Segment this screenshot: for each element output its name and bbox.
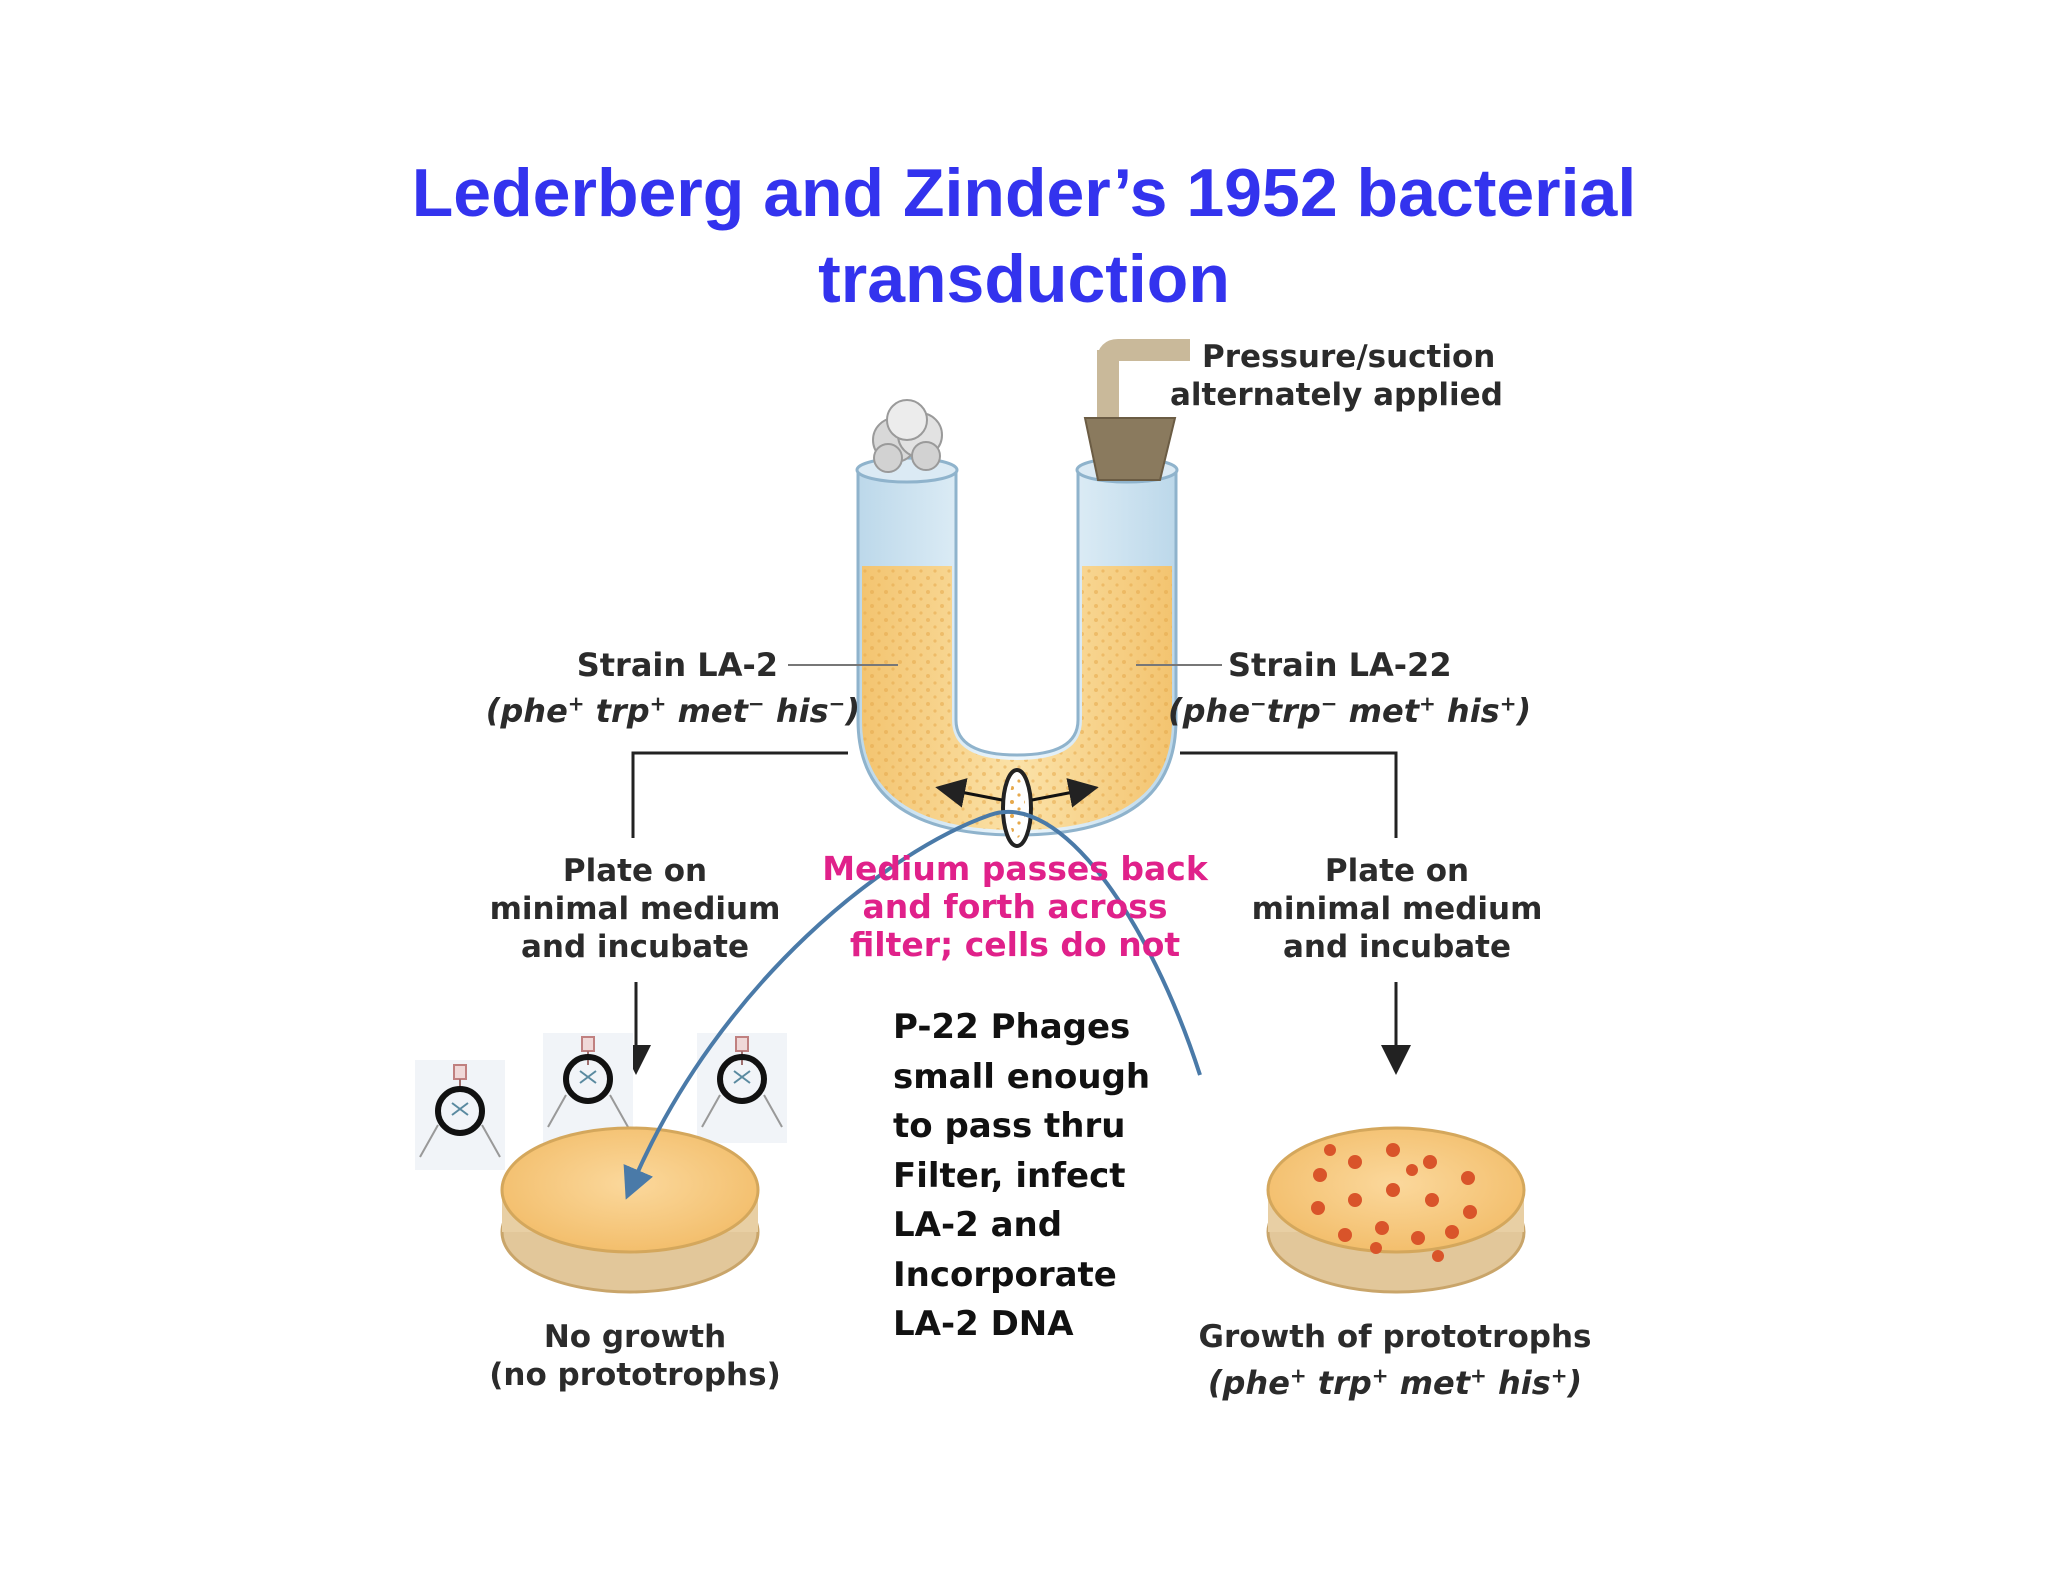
plate-left-line-1: Plate on [562, 853, 708, 889]
plate-right-line-2: minimal medium [1251, 891, 1543, 927]
petri-dish-no-growth [500, 1126, 760, 1294]
phage-icon [415, 1060, 505, 1170]
phage-note: P-22 Phages small enough to pass thru Fi… [893, 1003, 1213, 1350]
right-strain-label: Strain LA-22 (phe−trp− met+ his+) [1168, 646, 1588, 730]
genotype-phe: phe+ [1222, 1363, 1307, 1402]
result-left-line-2: (no prototrophs) [489, 1357, 781, 1393]
filter-disc [1001, 768, 1033, 848]
cotton-plug [872, 399, 943, 473]
genotype-trp: trp− [1266, 691, 1338, 730]
genotype-phe: phe− [1182, 691, 1267, 730]
flow-arrow-right [1031, 778, 1099, 808]
genotype-his: his+ [1446, 691, 1517, 730]
right-bracket-line [1180, 751, 1398, 838]
result-right-line-1: Growth of prototrophs [1198, 1319, 1592, 1355]
phage-note-line: to pass thru [893, 1106, 1126, 1146]
genotype-phe: phe+ [500, 691, 585, 730]
colonies [1311, 1143, 1477, 1262]
phage-note-line: P-22 Phages [893, 1007, 1131, 1047]
left-strain-label: Strain LA-2 (phe+ trp+ met− his−) [460, 646, 860, 730]
right-strain-name: Strain LA-22 [1228, 646, 1452, 684]
pressure-line-2: alternately applied [1170, 377, 1503, 413]
phage-note-line: small enough [893, 1056, 1151, 1097]
u-tube [855, 456, 1179, 837]
medium-line-1: Medium passes back [822, 849, 1208, 888]
left-bracket-line [631, 751, 848, 838]
plate-right-label: Plate on minimal medium and incubate [1232, 852, 1562, 966]
petri-dish-growth [1266, 1126, 1526, 1294]
plate-left-line-3: and incubate [520, 929, 750, 965]
pressure-line-1: Pressure/suction [1202, 339, 1496, 375]
left-strain-name: Strain LA-2 [576, 646, 778, 684]
genotype-his: his− [775, 691, 846, 730]
result-left-line-1: No growth [543, 1319, 727, 1355]
pressure-label: Pressure/suction alternately applied [1170, 338, 1560, 414]
phage-icon [543, 1033, 633, 1143]
plate-left-label: Plate on minimal medium and incubate [470, 852, 800, 966]
medium-line-2: and forth across [862, 887, 1168, 926]
plate-right-line-3: and incubate [1282, 929, 1512, 965]
genotype-met: met+ [1348, 691, 1436, 730]
phage-note-line: LA-2 and [893, 1205, 1063, 1245]
genotype-trp: trp+ [595, 691, 667, 730]
result-right-genotype: (phe+ trp+ met+ his+) [1207, 1363, 1583, 1402]
title-line-1: Lederberg and Zinder’s 1952 bacterial [411, 155, 1637, 231]
plate-right-line-1: Plate on [1324, 853, 1470, 889]
genotype-his: his+ [1497, 1363, 1568, 1402]
phage-note-line: Incorporate [893, 1254, 1117, 1295]
genotype-trp: trp+ [1317, 1363, 1389, 1402]
plate-left-line-2: minimal medium [489, 891, 781, 927]
genotype-met: met− [677, 691, 765, 730]
page-title: Lederberg and Zinder’s 1952 bacterial tr… [0, 150, 2048, 322]
genotype-met: met+ [1399, 1363, 1487, 1402]
phage-note-line: Filter, infect [893, 1155, 1126, 1196]
phage-transfer-arrow [623, 810, 1202, 1200]
medium-line-3: filter; cells do not [849, 925, 1181, 964]
result-left-label: No growth (no prototrophs) [460, 1318, 810, 1394]
result-right-label: Growth of prototrophs (phe+ trp+ met+ hi… [1170, 1318, 1620, 1402]
stopper-with-tube [1083, 339, 1190, 481]
phage-note-line: LA-2 DNA [893, 1304, 1074, 1344]
title-line-2: transduction [818, 241, 1230, 317]
flow-arrow-left [935, 778, 1003, 808]
phage-icons [415, 1033, 787, 1170]
left-strain-genotype: (phe+ trp+ met− his−) [485, 691, 860, 730]
right-strain-genotype: (phe−trp− met+ his+) [1168, 691, 1532, 730]
phage-icon [697, 1033, 787, 1143]
medium-passes-label: Medium passes back and forth across filt… [790, 850, 1240, 964]
